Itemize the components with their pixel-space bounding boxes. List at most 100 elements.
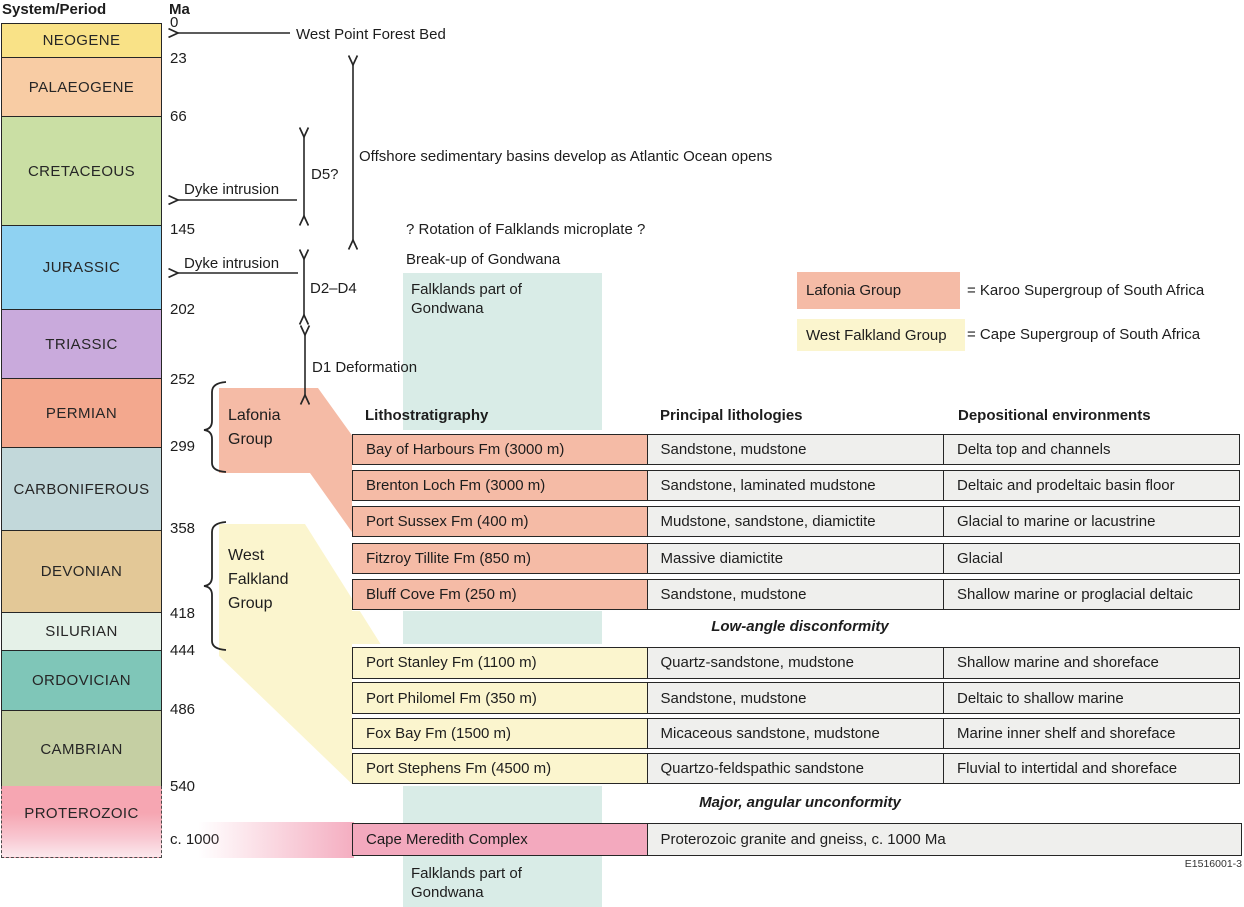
period-cretaceous: CRETACEOUS bbox=[2, 117, 161, 226]
environment-cell: Deltaic and prodeltaic basin floor bbox=[943, 470, 1240, 502]
legend-karoo-label: = Karoo Supergroup of South Africa bbox=[967, 282, 1205, 299]
period-carboniferous: CARBONIFEROUS bbox=[2, 448, 161, 531]
environment-cell: Marine inner shelf and shoreface bbox=[943, 717, 1240, 750]
legend-cape-label: = Cape Supergroup of South Africa bbox=[967, 326, 1201, 343]
lithology-cell: Sandstone, mudstone bbox=[646, 682, 945, 714]
period-column: NEOGENE PALAEOGENE CRETACEOUS JURASSIC TRIAS… bbox=[1, 23, 162, 788]
period-label: PERMIAN bbox=[45, 404, 118, 422]
formation-cell: Port Stephens Fm (4500 m) bbox=[352, 752, 648, 785]
table-row: Fox Bay Fm (1500 m)Micaceous sandstone, … bbox=[352, 717, 1240, 750]
period-label: CRETACEOUS bbox=[27, 162, 136, 180]
formation-cell: Port Philomel Fm (350 m) bbox=[352, 682, 648, 714]
ma-tick: 299 bbox=[170, 438, 196, 455]
period-label: DEVONIAN bbox=[40, 563, 123, 580]
period-cambrian: CAMBRIAN bbox=[2, 711, 161, 787]
environment-cell: Glacial to marine or lacustrine bbox=[943, 506, 1240, 538]
period-label: NEOGENE bbox=[42, 32, 121, 49]
table-row: Port Sussex Fm (400 m)Mudstone, sandston… bbox=[352, 506, 1240, 538]
ma-tick: 418 bbox=[170, 605, 196, 622]
ma-tick: 540 bbox=[170, 778, 196, 795]
lithology-cell: Quartzo-feldspathic sandstone bbox=[646, 752, 945, 785]
period-label: TRIASSIC bbox=[45, 335, 118, 353]
formation-cell: Fox Bay Fm (1500 m) bbox=[352, 717, 648, 750]
lafonia-group-label: Lafonia Group bbox=[228, 407, 281, 448]
ma-tick: 0 bbox=[170, 14, 179, 31]
table-row: Bluff Cove Fm (250 m)Sandstone, mudstone… bbox=[352, 578, 1240, 610]
period-palaeogene: PALAEOGENE bbox=[2, 58, 161, 117]
rotation-microplate-label: ? Rotation of Falklands microplate ? bbox=[406, 221, 646, 238]
period-ordovician: ORDOVICIAN bbox=[2, 651, 161, 711]
ma-tick: 66 bbox=[170, 108, 187, 125]
formation-cell: Fitzroy Tillite Fm (850 m) bbox=[352, 542, 648, 574]
system-period-header: System/Period bbox=[2, 1, 107, 18]
offshore-basins-label: Offshore sedimentary basins develop as A… bbox=[359, 148, 773, 165]
table-row: Fitzroy Tillite Fm (850 m)Massive diamic… bbox=[352, 542, 1240, 574]
lithology-cell: Mudstone, sandstone, diamictite bbox=[646, 506, 945, 538]
lithology-cell: Sandstone, laminated mudstone bbox=[646, 470, 945, 502]
ma-axis-header: Ma bbox=[169, 1, 190, 18]
period-label: PROTEROZOIC bbox=[24, 805, 139, 822]
low-angle-disconformity-label: Low-angle disconformity bbox=[711, 618, 889, 635]
period-label: CARBONIFEROUS bbox=[13, 480, 150, 498]
ma-tick: 202 bbox=[170, 301, 196, 318]
column-header-depositional-environments: Depositional environments bbox=[958, 407, 1151, 424]
lithology-cell: Sandstone, mudstone bbox=[646, 434, 945, 465]
dyke-intrusion-label-jurassic: Dyke intrusion bbox=[184, 255, 280, 272]
ma-tick: 358 bbox=[170, 520, 196, 537]
period-permian: PERMIAN bbox=[2, 379, 161, 448]
table-row: Port Stanley Fm (1100 m)Quartz-sandstone… bbox=[352, 647, 1240, 679]
environment-cell: Deltaic to shallow marine bbox=[943, 682, 1240, 714]
legend-swatch-label: West Falkland Group bbox=[806, 326, 947, 344]
breakup-gondwana-label: Break-up of Gondwana bbox=[406, 251, 561, 268]
table-row: Port Stephens Fm (4500 m)Quartzo-feldspa… bbox=[352, 752, 1240, 785]
table-row: Bay of Harbours Fm (3000 m)Sandstone, mu… bbox=[352, 434, 1240, 465]
table-row: Port Philomel Fm (350 m)Sandstone, mudst… bbox=[352, 682, 1240, 714]
formation-cell: Bluff Cove Fm (250 m) bbox=[352, 578, 648, 610]
formation-cell: Cape Meredith Complex bbox=[352, 823, 648, 856]
period-label: JURASSIC bbox=[42, 259, 121, 276]
ma-tick: 486 bbox=[170, 701, 196, 718]
lithology-cell: Quartz-sandstone, mudstone bbox=[646, 647, 945, 679]
falklands-part-of-gondwana-label-bottom: Falklands part of Gondwana bbox=[411, 865, 522, 901]
period-label: CAMBRIAN bbox=[40, 740, 123, 758]
formation-cell: Bay of Harbours Fm (3000 m) bbox=[352, 434, 648, 465]
period-triassic: TRIASSIC bbox=[2, 310, 161, 379]
period-neogene: NEOGENE bbox=[2, 24, 161, 58]
west-point-forest-bed-label: West Point Forest Bed bbox=[296, 26, 446, 43]
d1-deformation-label: D1 Deformation bbox=[312, 359, 418, 376]
column-header-principal-lithologies: Principal lithologies bbox=[660, 407, 803, 424]
column-header-lithostratigraphy: Lithostratigraphy bbox=[365, 407, 489, 424]
environment-cell: Shallow marine or proglacial deltaic bbox=[943, 578, 1240, 610]
ma-tick: 444 bbox=[170, 642, 196, 659]
formation-cell: Brenton Loch Fm (3000 m) bbox=[352, 470, 648, 502]
legend-swatch-west-falkland: West Falkland Group bbox=[797, 319, 965, 351]
lithology-cell: Proterozoic granite and gneiss, c. 1000 … bbox=[646, 823, 1242, 856]
major-angular-unconformity-label: Major, angular unconformity bbox=[699, 794, 901, 811]
west-falkland-group-label: West Falkland Group bbox=[228, 547, 289, 612]
environment-cell: Shallow marine and shoreface bbox=[943, 647, 1240, 679]
period-jurassic: JURASSIC bbox=[2, 226, 161, 310]
lithology-cell: Sandstone, mudstone bbox=[646, 578, 945, 610]
d2-d4-label: D2–D4 bbox=[310, 280, 357, 297]
table-row: Brenton Loch Fm (3000 m)Sandstone, lamin… bbox=[352, 470, 1240, 502]
ma-tick: 145 bbox=[170, 221, 196, 238]
lafonia-group-brace bbox=[203, 381, 227, 473]
period-label: SILURIAN bbox=[45, 623, 118, 640]
period-proterozoic: PROTEROZOIC bbox=[1, 786, 162, 858]
proterozoic-connector-band bbox=[198, 822, 354, 858]
dyke-intrusion-label-cretaceous: Dyke intrusion bbox=[184, 181, 280, 198]
environment-cell: Glacial bbox=[943, 542, 1240, 574]
lithology-cell: Micaceous sandstone, mudstone bbox=[646, 717, 945, 750]
falklands-part-of-gondwana-label-top: Falklands part of Gondwana bbox=[411, 281, 522, 317]
west-falkland-group-brace bbox=[203, 521, 227, 651]
figure-reference: E1516001-3 bbox=[1184, 858, 1242, 870]
lithology-cell: Massive diamictite bbox=[646, 542, 945, 574]
formation-cell: Port Sussex Fm (400 m) bbox=[352, 506, 648, 538]
legend-swatch-label: Lafonia Group bbox=[806, 282, 902, 299]
period-label: ORDOVICIAN bbox=[31, 672, 131, 689]
period-devonian: DEVONIAN bbox=[2, 531, 161, 613]
legend-swatch-lafonia: Lafonia Group bbox=[797, 272, 960, 309]
period-label: PALAEOGENE bbox=[28, 78, 135, 96]
